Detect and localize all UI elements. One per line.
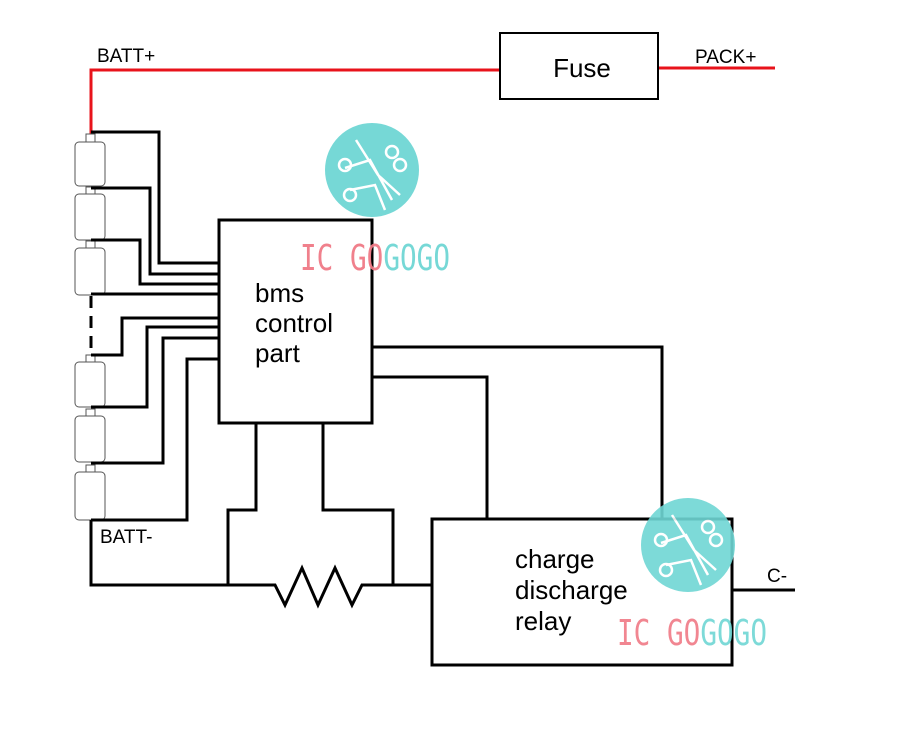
sense-wire-right [321,423,395,585]
cell [74,186,106,241]
fuse-label: Fuse [553,53,611,83]
watermark-logo: IC GOGOGO [300,123,450,279]
pack-plus-label: PACK+ [695,47,756,68]
svg-text:IC GOGOGO: IC GOGOGO [617,613,767,654]
svg-text:IC GOGOGO: IC GOGOGO [300,238,450,279]
batt-plus-line [89,68,500,134]
control-wire-1 [372,345,664,519]
watermark-logo: IC GOGOGO [617,498,767,654]
relay-label: charge discharge relay [515,544,635,636]
cell [74,408,106,463]
fuse-box [499,32,659,100]
cell [74,240,106,296]
cell [74,464,106,521]
batt-minus-label: BATT- [100,527,152,548]
batt-plus-label: BATT+ [97,46,155,67]
balance-wires [91,130,219,522]
cell [74,354,106,408]
bms-label: bms control part [255,278,340,368]
c-minus-label: C- [767,566,787,587]
battery-cells [74,133,106,521]
resistor [262,564,432,609]
bms-control-box [217,218,374,425]
cell [74,133,106,187]
batt-minus-wire [89,520,262,587]
sense-wire-left [226,423,258,585]
control-wire-2 [372,375,489,519]
